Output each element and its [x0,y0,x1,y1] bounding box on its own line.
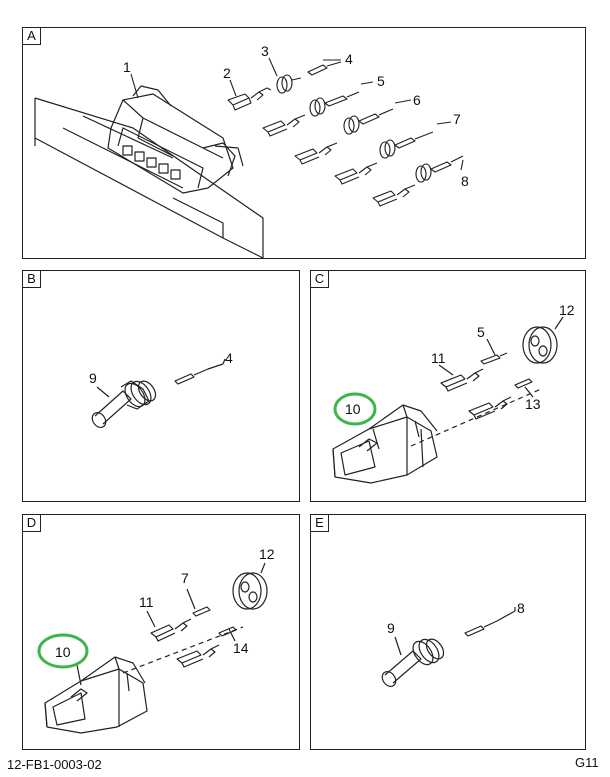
callout-6: 6 [413,92,421,108]
panel-d-label: D [23,515,41,532]
callout-10: 10 [345,401,361,417]
callout-13: 13 [525,396,541,412]
figure-id: 12-FB1-0003-02 [7,757,102,772]
page-code: G11 [575,755,599,770]
panel-b: B 9 4 [22,270,300,502]
panel-e-drawing: 9 8 [381,600,525,688]
callout-7: 7 [453,111,461,127]
callout-8: 8 [461,173,469,189]
panel-d-drawing: 12 7 11 10 14 [37,546,275,734]
panel-b-drawing: 9 4 [89,350,233,429]
callout-5: 5 [377,73,385,89]
panel-c-label: C [311,271,329,288]
callout-8: 8 [517,600,525,616]
callout-12: 12 [559,302,575,318]
callout-11: 11 [139,594,154,610]
panel-a-label: A [23,28,41,45]
panel-c: C [310,270,586,502]
callout-5: 5 [477,324,485,340]
callout-1: 1 [123,59,131,75]
callout-4: 4 [225,350,233,366]
panel-d: D [22,514,300,750]
callout-9: 9 [387,620,395,636]
callout-2: 2 [223,65,231,81]
panel-b-label: B [23,271,41,288]
panel-e: E 9 8 [310,514,586,750]
callout-3: 3 [261,43,269,59]
callout-11: 11 [431,350,446,366]
callout-12: 12 [259,546,275,562]
panel-c-drawing: 12 5 11 10 13 [332,302,575,484]
panel-a: A [22,27,586,259]
callout-10: 10 [55,644,71,660]
panel-a-drawing: 1 2 3 4 5 6 7 8 [34,43,469,259]
callout-9: 9 [89,370,97,386]
highlight-circle [333,392,377,426]
callout-4: 4 [345,51,353,67]
highlight-circle [37,633,89,669]
callout-7: 7 [181,570,189,586]
panel-e-label: E [311,515,329,532]
callout-14: 14 [233,640,249,656]
